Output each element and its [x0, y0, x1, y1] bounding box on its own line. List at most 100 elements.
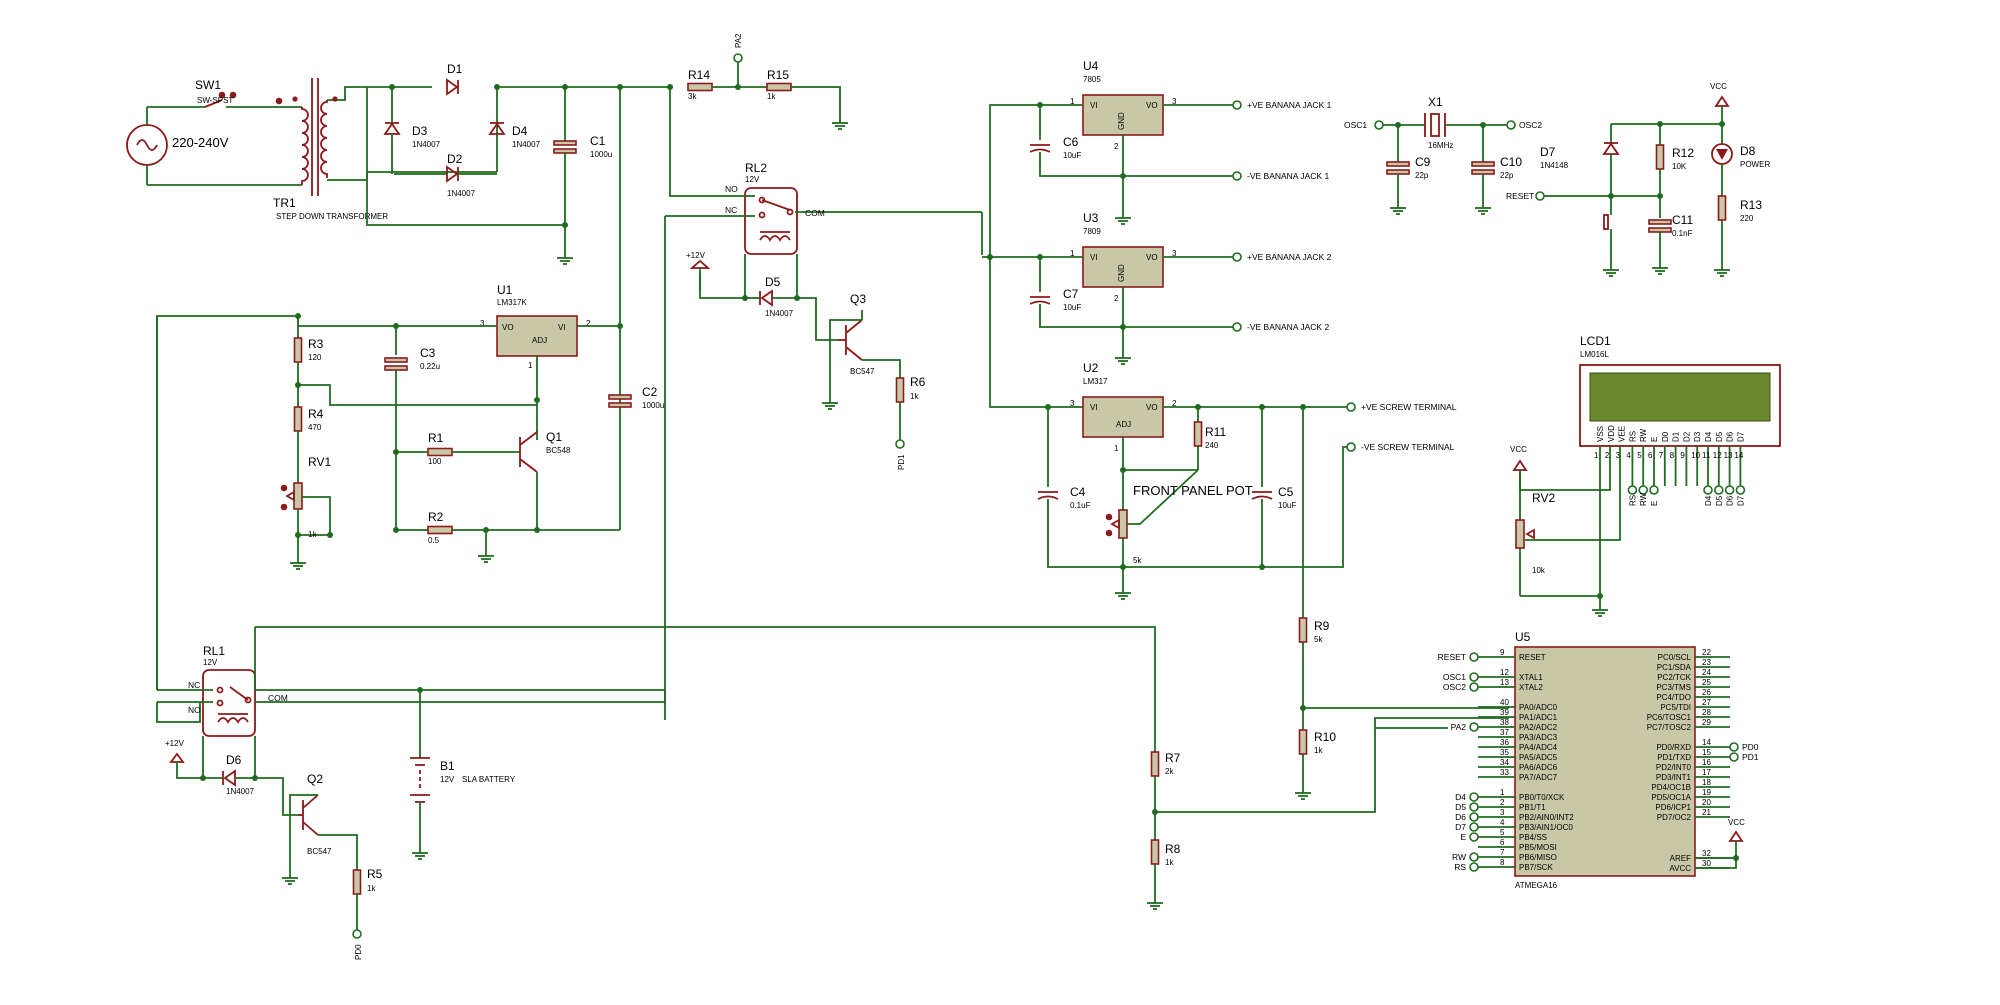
u2-adj: ADJ: [1116, 420, 1131, 429]
rl2-value: 12V: [745, 175, 760, 184]
d5-value: 1N4007: [765, 309, 794, 318]
rl2-ref: RL2: [745, 161, 767, 175]
front-panel-pot-label: FRONT PANEL POT: [1133, 483, 1253, 498]
d1-ref: D1: [447, 62, 463, 76]
u5-net-terminal: [1469, 852, 1479, 862]
u5-left-net-label: OSC1: [1443, 672, 1466, 682]
u5-right-pin-number: 26: [1702, 688, 1711, 697]
c1-ref: C1: [590, 134, 606, 148]
u5-left-pin-name: PB0/T0/XCK: [1519, 793, 1565, 802]
lcd-pin-number: 12: [1713, 451, 1722, 460]
lcd-net-label: D6: [1726, 495, 1735, 506]
r8-value: 1k: [1165, 858, 1174, 867]
mains-label: 220-240V: [172, 135, 229, 150]
u5-net-terminal: [1469, 722, 1479, 732]
r1-value: 100: [428, 457, 442, 466]
r5-value: 1k: [367, 884, 376, 893]
u5-net-terminal: [1729, 752, 1739, 762]
c11-ref: C11: [1672, 213, 1693, 227]
u1-vi: VI: [558, 323, 566, 332]
u5-left-pin-name: PB7/SCK: [1519, 863, 1553, 872]
u5-left-net-label: OSC2: [1443, 682, 1466, 692]
pd0-net-label: PD0: [354, 944, 363, 960]
u5-net-terminal: [1469, 802, 1479, 812]
reset-net-label: RESET: [1506, 191, 1534, 201]
u5-left-pin-name: PA0/ADC0: [1519, 703, 1558, 712]
d4-ref: D4: [512, 124, 528, 138]
tr1-value: STEP DOWN TRANSFORMER: [276, 212, 388, 221]
osc2-label: OSC2: [1519, 120, 1542, 130]
plus12-b-label: +12V: [165, 739, 185, 748]
r15-value: 1k: [767, 92, 776, 101]
lcd-pin-name: D1: [1672, 431, 1681, 442]
u2-value: LM317: [1083, 377, 1108, 386]
lcd-pin-number: 9: [1680, 451, 1685, 460]
lcd-pin-name: VEE: [1618, 426, 1627, 442]
lcd-pin-number: 3: [1616, 451, 1621, 460]
u4-ref: U4: [1083, 59, 1099, 73]
u5-right-net-label: PD0: [1742, 742, 1759, 752]
stn-label: -VE SCREW TERMINAL: [1361, 442, 1455, 452]
d4-value: 1N4007: [512, 140, 541, 149]
u5-left-net-label: D5: [1455, 802, 1466, 812]
u2-vi: VI: [1090, 403, 1098, 412]
lcd-pin-number: 1: [1594, 451, 1599, 460]
lcd-net-label: D5: [1715, 495, 1724, 506]
tr1-transformer: TR1 STEP DOWN TRANSFORMER: [273, 78, 388, 221]
u5-left-pin-number: 38: [1500, 718, 1509, 727]
lcd-net-terminal: [1724, 485, 1735, 495]
rv2-value: 10k: [1532, 566, 1546, 575]
r7-r8-divider: R7 2k R8 1k: [254, 626, 1509, 910]
u5-left-pin-number: 40: [1500, 698, 1509, 707]
u5-left-pin-name: RESET: [1519, 653, 1546, 662]
u5-left-pin-name: PA1/ADC1: [1519, 713, 1558, 722]
osc1-label: OSC1: [1344, 120, 1367, 130]
u5-left-pin-number: 6: [1500, 838, 1505, 847]
r14-value: 3k: [688, 92, 697, 101]
u4-7805: VI VO GND 1 3 2 U4 7805 C6 10uF +VE BANA…: [989, 59, 1332, 408]
lcd-pin-name: VDD: [1607, 425, 1616, 442]
r13-value: 220: [1740, 214, 1754, 223]
lcd-pin-name: RW: [1639, 428, 1648, 442]
u5-right-pin-name: PC5/TDI: [1660, 703, 1691, 712]
lcd-pin-name: VSS: [1596, 426, 1605, 442]
u3-p3: 3: [1172, 249, 1177, 258]
u5-left-net-label: RESET: [1438, 652, 1466, 662]
u5-right-pin-name: PD1/TXD: [1657, 753, 1691, 762]
d3-ref: D3: [412, 124, 428, 138]
x1-ref: X1: [1428, 95, 1443, 109]
u5-left-pin-name: PB5/MOSI: [1519, 843, 1557, 852]
u5-left-net-label: E: [1460, 832, 1466, 842]
u5-left-pin-name: PA5/ADC5: [1519, 753, 1558, 762]
u5-left-pin-name: PB2/AIN0/INT2: [1519, 813, 1574, 822]
lcd-net-label: D7: [1736, 495, 1745, 506]
d7-value: 1N4148: [1540, 161, 1569, 170]
u5-left-net-label: D7: [1455, 822, 1466, 832]
lcd-net-terminal: [1714, 485, 1724, 495]
u5-net-terminal: [1729, 742, 1739, 752]
u5-right-pin-number: 27: [1702, 698, 1711, 707]
q2-value: BC547: [307, 847, 332, 856]
mains-source: 220-240V: [126, 106, 302, 186]
u5-right-pin-name: PC1/SDA: [1657, 663, 1692, 672]
u5-right-pin-number: 22: [1702, 648, 1711, 657]
c4-ref: C4: [1070, 485, 1086, 499]
lcd-net-terminal: [1703, 485, 1713, 495]
u5-right-pin-number: 18: [1702, 778, 1711, 787]
u5-left-pin-number: 8: [1500, 858, 1505, 867]
lcd-pin-number: 14: [1734, 451, 1743, 460]
d3-value: 1N4007: [412, 140, 441, 149]
r9-r10-divider: R9 5k R10 1k: [1294, 407, 1509, 800]
u5-right-pin-number: 17: [1702, 768, 1711, 777]
rl1-value: 12V: [203, 658, 218, 667]
u5-right-pin-number: 21: [1702, 808, 1711, 817]
u1-p2: 2: [586, 319, 591, 328]
u5-right-pin-name: PD2/INT0: [1656, 763, 1692, 772]
sw1-value: SW-SPST: [197, 96, 233, 105]
r5-ref: R5: [367, 867, 383, 881]
c1-capacitor: C1 1000u: [553, 84, 612, 265]
u5-left-pin-number: 2: [1500, 798, 1505, 807]
c4-value: 0.1uF: [1070, 501, 1091, 510]
u5-left-pin-number: 36: [1500, 738, 1509, 747]
lcd-net-label: RW: [1639, 492, 1648, 506]
